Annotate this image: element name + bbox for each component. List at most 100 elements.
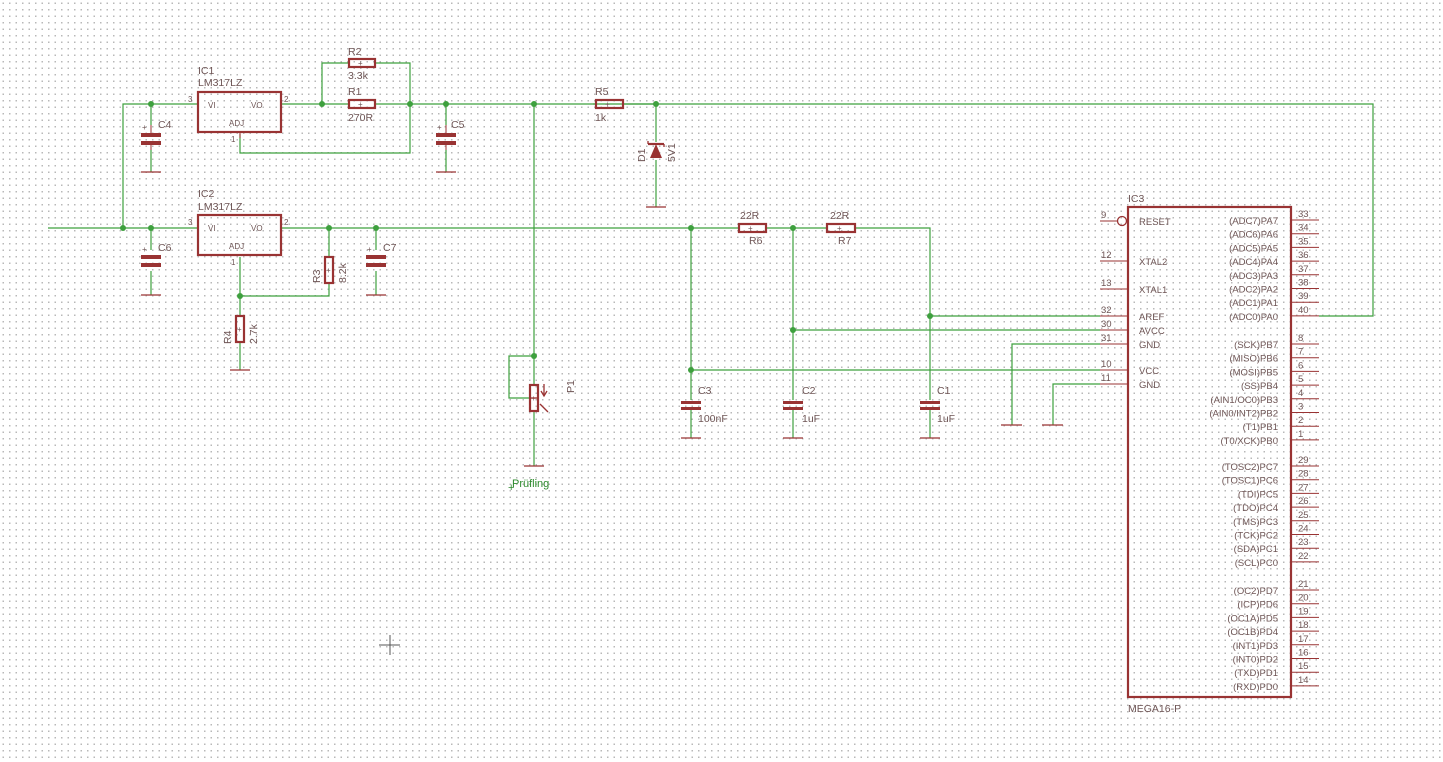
ic3-pin--adc1-pa1[interactable]: 39(ADC1)PA1 <box>1229 291 1319 309</box>
ic3-pin--sck-pb7[interactable]: 8(SCK)PB7 <box>1234 333 1319 351</box>
ic3-pin--adc2-pa2[interactable]: 38(ADC2)PA2 <box>1229 278 1319 296</box>
ic3-body[interactable] <box>1126 205 1293 699</box>
r5-value: 1k <box>595 112 607 124</box>
r4-name: R4 <box>222 330 234 344</box>
ic3-pin--adc5-pa5[interactable]: 35(ADC5)PA5 <box>1229 236 1319 254</box>
wires <box>48 62 1374 466</box>
ic1-regulator[interactable]: IC1 LM317LZ VI VO ADJ 3 2 1 <box>188 65 289 144</box>
r3-body[interactable] <box>323 255 335 285</box>
capacitor-c3[interactable]: C3 100nF <box>681 385 728 425</box>
ic3-pin--icp-pd6[interactable]: 20(ICP)PD6 <box>1237 593 1319 611</box>
resistor-r4[interactable]: + R4 2.7k <box>222 314 260 344</box>
ic2-pinnum-adj: 1 <box>231 258 236 267</box>
resistor-r7[interactable]: + 22R R7 <box>825 210 857 247</box>
capacitor-c2[interactable]: C2 1uF <box>783 385 820 425</box>
ic3-pin--int1-pd3[interactable]: 17(INT1)PD3 <box>1233 634 1319 652</box>
r5-body[interactable] <box>594 98 625 110</box>
ic3-pin--adc4-pa4[interactable]: 36(ADC4)PA4 <box>1229 250 1319 268</box>
ic3-microcontroller[interactable]: IC3 MEGA16-P 9RESET12XTAL213XTAL132AREF3… <box>1100 193 1319 715</box>
ic3-pin--oc1a-pd5[interactable]: 19 (OC1A)PD5 <box>1227 606 1319 624</box>
resistor-r5[interactable]: + R5 1k <box>594 86 625 124</box>
ic3-pin--oc1b-pd4[interactable]: 18 (OC1B)PD4 <box>1227 620 1319 638</box>
ic3-pin--ss-pb4[interactable]: 5(SS)PB4 <box>1241 374 1319 392</box>
wire-gnd31 <box>1011 343 1100 425</box>
c3-name: C3 <box>698 385 712 397</box>
ic3-pin-number: 37 <box>1298 264 1309 275</box>
ic3-pin-label: XTAL2 <box>1139 257 1167 268</box>
ic2-name: IC2 <box>198 188 215 200</box>
ic3-pin--t0-xck-pb0[interactable]: 1(T0/XCK)PB0 <box>1220 429 1319 447</box>
r6-body[interactable] <box>737 222 768 234</box>
r4-body[interactable] <box>234 314 246 344</box>
wire-ic1-input <box>122 103 197 228</box>
c2-value: 1uF <box>802 413 820 425</box>
ic3-pin--tdi-pc5[interactable]: 27(TDI)PC5 <box>1238 482 1319 500</box>
ic3-pin--t1-pb1[interactable]: 2(T1)PB1 <box>1243 415 1319 433</box>
ic1-pin-vo: VO <box>251 101 263 110</box>
capacitor-c6[interactable]: + C6 <box>141 242 172 267</box>
zener-d1[interactable]: D1 5V1 <box>636 141 678 162</box>
svg-text:+: + <box>605 100 610 109</box>
ic3-pin--mosi-pb5[interactable]: 6(MOSI)PB5 <box>1229 360 1319 378</box>
ic3-pin--scl-pc0[interactable]: 22(SCL)PC0 <box>1235 551 1319 569</box>
ic3-pin-label: (TXD)PD1 <box>1234 668 1278 679</box>
ic3-pin--tms-pc3[interactable]: 25(TMS)PC3 <box>1233 510 1319 528</box>
wire-pa0 <box>624 103 1374 317</box>
c3-value: 100nF <box>698 413 728 425</box>
ic3-pin-number: 19 <box>1298 606 1309 617</box>
ic3-pin--tck-pc2[interactable]: 24(TCK)PC2 <box>1234 524 1319 542</box>
ic3-pin-label: (SDA)PC1 <box>1234 544 1278 555</box>
ic3-pin--tdo-pc4[interactable]: 26(TDO)PC4 <box>1233 496 1319 514</box>
c2-name: C2 <box>802 385 816 397</box>
ic3-pin--adc3-pa3[interactable]: 37(ADC3)PA3 <box>1229 264 1319 282</box>
capacitor-c7[interactable]: + C7 <box>366 242 397 267</box>
cursor-crosshair-icon <box>379 635 400 655</box>
ic3-pin-label: (ADC6)PA6 <box>1229 230 1278 241</box>
resistor-r6[interactable]: + 22R R6 <box>737 210 768 247</box>
ic3-pin-label: (TOSC1)PC6 <box>1222 476 1278 487</box>
wire-r2-left <box>321 62 348 104</box>
ic3-pin-label: (OC1B)PD4 <box>1227 627 1278 638</box>
ic3-pin--txd-pd1[interactable]: 15(TXD)PD1 <box>1234 661 1319 679</box>
capacitor-c5[interactable]: + C5 <box>436 119 465 150</box>
ic2-regulator[interactable]: IC2 LM317LZ VI VO ADJ 3 2 1 <box>188 188 289 267</box>
capacitor-c1[interactable]: C1 1uF <box>920 385 955 425</box>
c6-name: C6 <box>158 242 172 254</box>
ic3-pin--miso-pb6[interactable]: 7(MISO)PB6 <box>1229 347 1319 365</box>
capacitor-c4[interactable]: + C4 <box>141 119 172 150</box>
ic3-pin--ain0-int2-pb2[interactable]: 3(AIN0/INT2)PB2 <box>1209 402 1319 420</box>
r7-body[interactable] <box>825 222 857 234</box>
ic3-pin--ain1-oc0-pb3[interactable]: 4(AIN1/OC0)PB3 <box>1210 388 1319 406</box>
ic3-pin--tosc1-pc6[interactable]: 28(TOSC1)PC6 <box>1222 469 1319 487</box>
ic2-body[interactable] <box>196 213 283 257</box>
ic3-pin--tosc2-pc7[interactable]: 29(TOSC2)PC7 <box>1222 455 1319 473</box>
ic3-pin--adc6-pa6[interactable]: 34(ADC6)PA6 <box>1229 223 1319 241</box>
ic3-pin--rxd-pd0[interactable]: 14(RXD)PD0 <box>1233 675 1319 693</box>
p1-name: P1 <box>565 380 577 393</box>
resistor-r2[interactable]: + R2 3.3k <box>347 46 377 82</box>
ic3-pin-number: 10 <box>1101 359 1112 370</box>
ic3-pin--sda-pc1[interactable]: 23(SDA)PC1 <box>1234 537 1319 555</box>
resistor-r1[interactable]: + R1 270R <box>347 86 377 124</box>
wire-adj1 <box>239 62 411 154</box>
resistor-r3[interactable]: + R3 8.2k <box>311 255 349 285</box>
r1-body[interactable] <box>347 98 377 110</box>
ic1-pinnum-adj: 1 <box>231 135 236 144</box>
ic3-pin-number: 18 <box>1298 620 1309 631</box>
ic3-pin-label: (OC1A)PD5 <box>1227 613 1278 624</box>
ic3-pin--adc7-pa7[interactable]: 33(ADC7)PA7 <box>1229 209 1319 227</box>
ic3-pin--adc0-pa0[interactable]: 40(ADC0)PA0 <box>1229 305 1319 323</box>
r2-body[interactable] <box>347 57 377 69</box>
ic3-pin--int0-pd2[interactable]: 16(INT0)PD2 <box>1233 648 1319 666</box>
potentiometer-p1[interactable]: + P1 <box>528 380 577 413</box>
ic3-pin--oc2-pd7[interactable]: 21(OC2)PD7 <box>1234 579 1319 597</box>
